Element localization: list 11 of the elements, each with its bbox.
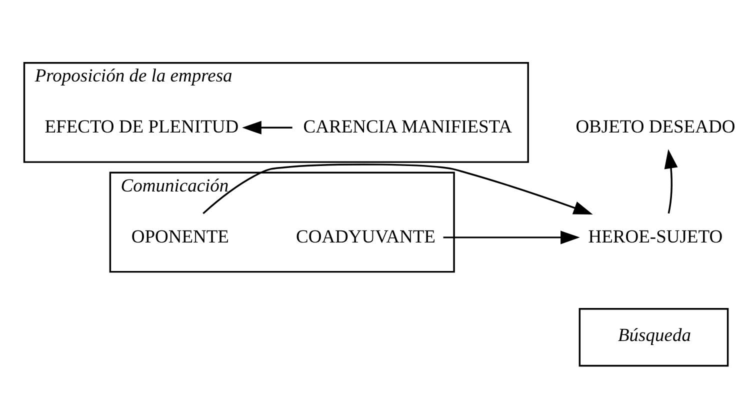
node-text: HEROE-SUJETO (588, 227, 723, 248)
node-box: Búsqueda (578, 308, 729, 367)
node-text: CARENCIA MANIFIESTA (303, 118, 512, 138)
arrow (664, 149, 678, 214)
node-text: OPONENTE (131, 227, 230, 248)
node-text: COADYUVANTE (296, 227, 436, 248)
arrow (242, 120, 292, 134)
node-text: OBJETO DESEADO (576, 118, 736, 138)
node-text: EFECTO DE PLENITUD (44, 118, 239, 138)
arrow (202, 164, 593, 214)
arrow (443, 230, 580, 244)
